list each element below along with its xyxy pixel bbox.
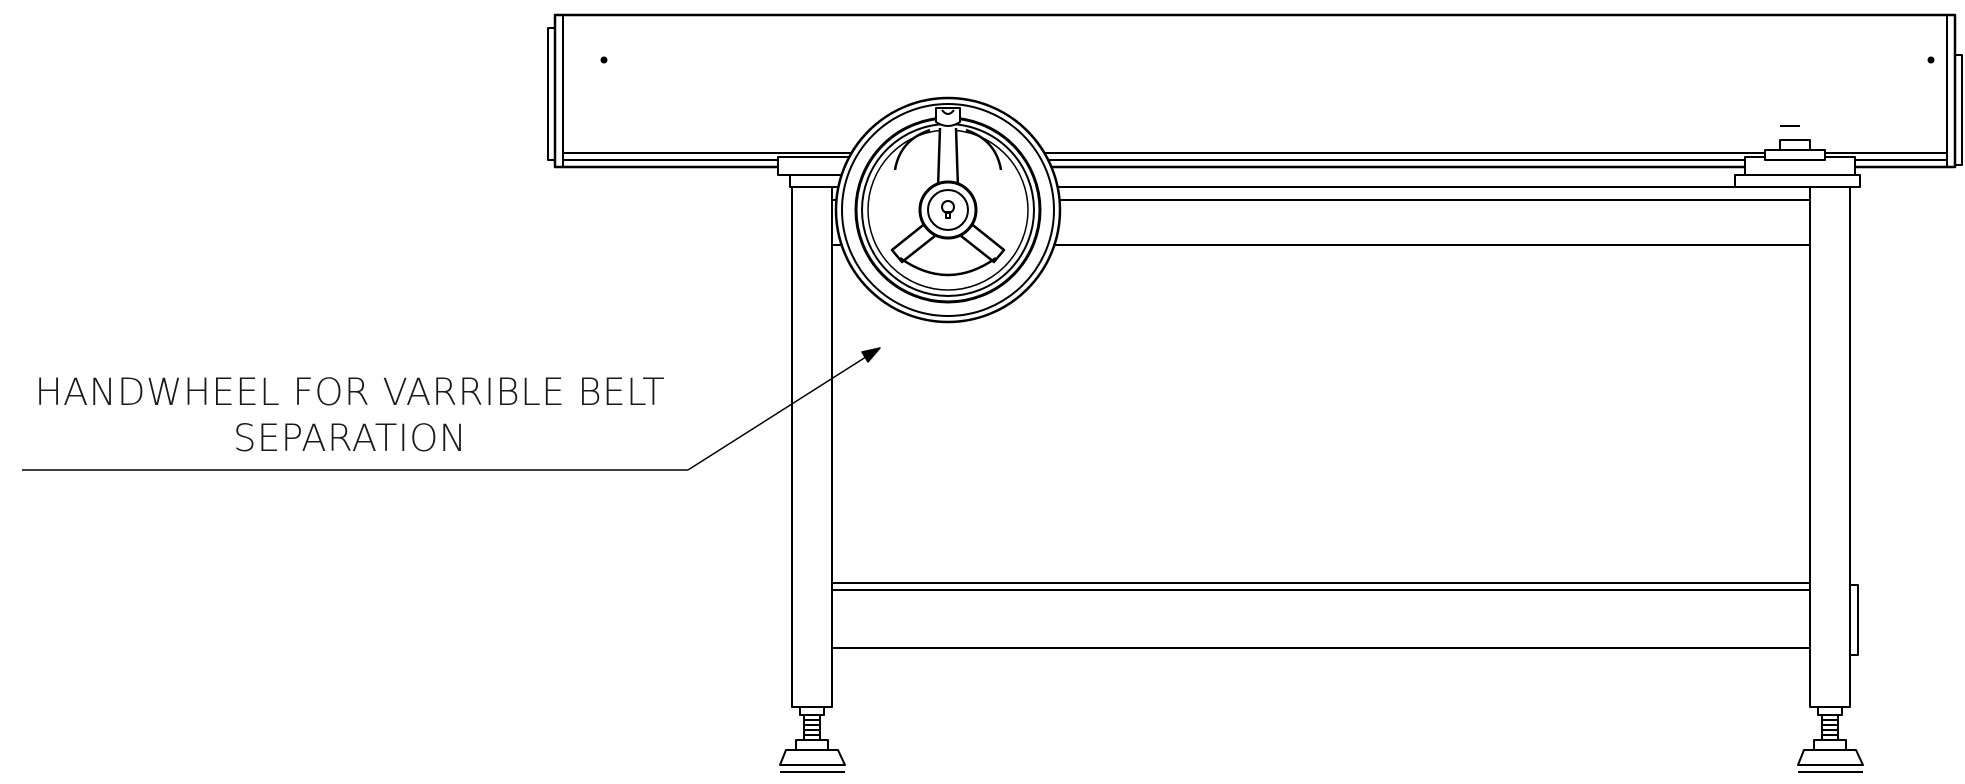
- callout-label-line1: HANDWHEEL FOR VARRIBLE BELT: [34, 371, 666, 414]
- leveling-foot-left: [779, 706, 846, 773]
- rivet: [600, 56, 608, 64]
- rivet: [1927, 56, 1935, 64]
- leveling-foot-right: [1797, 706, 1864, 773]
- conveyor-beam: [547, 13, 1963, 169]
- callout-leader: [22, 347, 881, 471]
- callout-label-line2: SEPARATION: [232, 417, 468, 460]
- handwheel: [834, 96, 1062, 324]
- callout-label: HANDWHEEL FOR VARRIBLE BELT SEPARATION: [0, 370, 700, 462]
